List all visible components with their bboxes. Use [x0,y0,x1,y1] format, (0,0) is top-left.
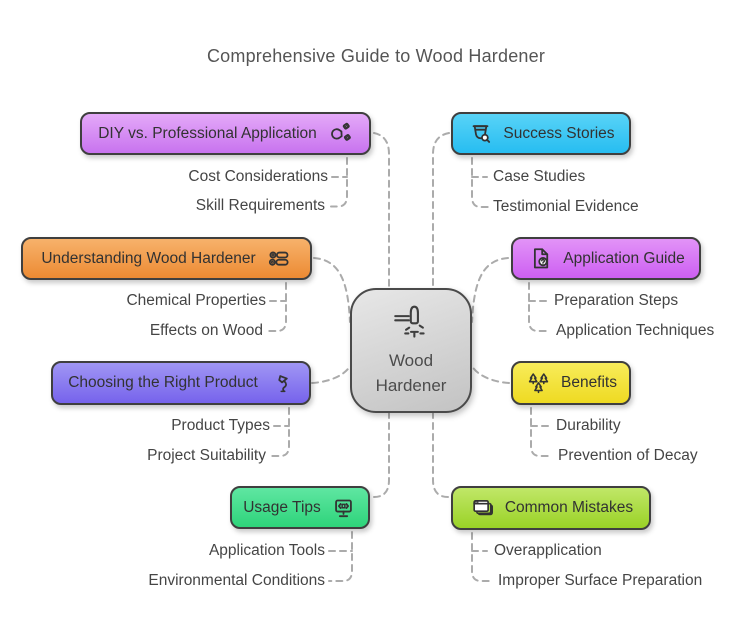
branch-label: Common Mistakes [504,499,634,516]
connector [328,531,353,582]
connector [528,282,550,332]
branch-label: Success Stories [503,124,615,142]
branch-understanding-wood-hardener[interactable]: Understanding Wood Hardener [21,237,312,280]
connector [269,407,290,457]
trophy-search-icon [473,125,491,143]
connector [313,257,351,323]
connector [471,365,510,384]
hammer-impact-icon [394,305,425,338]
trees-icon [528,372,549,393]
child-topic-skill-requirements: Skill Requirements [195,197,325,214]
child-topic-project-suitability: Project Suitability [147,447,266,464]
child-topic-cost-considerations: Cost Considerations [188,168,328,185]
branch-label: Usage Tips [243,498,321,516]
wood-logs-icon [268,251,289,266]
connector [311,365,351,384]
branch-benefits[interactable]: Benefits [511,361,631,405]
branch-label: Choosing the Right Product [68,374,258,391]
child-topic-application-tools: Application Tools [208,542,325,559]
branch-choosing-the-right-product[interactable]: Choosing the Right Product [51,361,311,405]
child-topic-application-techniques: Application Techniques [556,322,715,339]
connector [471,532,492,582]
child-topic-durability: Durability [556,417,621,434]
layered-windows-icon [473,499,493,515]
child-topic-testimonial-evidence: Testimonial Evidence [493,198,639,215]
child-topic-prevention-of-decay: Prevention of Decay [558,447,698,464]
branch-diy-vs-professional-application[interactable]: DIY vs. Professional Application [80,112,371,155]
child-topic-case-studies: Case Studies [493,168,586,185]
center-node-wood-hardener[interactable]: Wood Hardener [350,288,472,413]
branch-success-stories[interactable]: Success Stories [451,112,631,155]
child-topic-environmental-conditions: Environmental Conditions [148,572,325,589]
child-topic-overapplication: Overapplication [494,542,602,559]
branch-label: Application Guide [563,249,685,267]
branch-common-mistakes[interactable]: Common Mistakes [451,486,651,530]
branch-label: Understanding Wood Hardener [41,249,256,267]
branch-application-guide[interactable]: Application Guide [511,237,701,280]
diagram-title: Comprehensive Guide to Wood Hardener [206,46,546,66]
connector [373,411,390,498]
connector [471,157,490,208]
connector [432,132,450,289]
monitor-code-icon [334,499,352,518]
child-topic-chemical-properties: Chemical Properties [126,292,266,309]
connector [471,257,509,323]
branch-label: DIY vs. Professional Application [98,124,317,142]
center-node-label: Wood Hardener [375,350,447,395]
child-topic-preparation-steps: Preparation Steps [554,292,679,309]
connector [373,132,390,289]
branch-usage-tips[interactable]: Usage Tips [230,486,370,529]
child-topic-improper-surface-preparation: Improper Surface Preparation [498,572,703,589]
document-question-icon [534,248,549,269]
connector [432,411,449,498]
connector-group [266,132,551,582]
connector [530,407,551,457]
connector [330,157,348,208]
connector [266,282,287,332]
paint-pour-icon [278,374,288,392]
child-topic-effects-on-wood: Effects on Wood [149,322,263,339]
branch-label: Benefits [560,374,617,391]
child-topic-product-types: Product Types [171,417,270,434]
wrench-bolts-icon [330,122,351,141]
